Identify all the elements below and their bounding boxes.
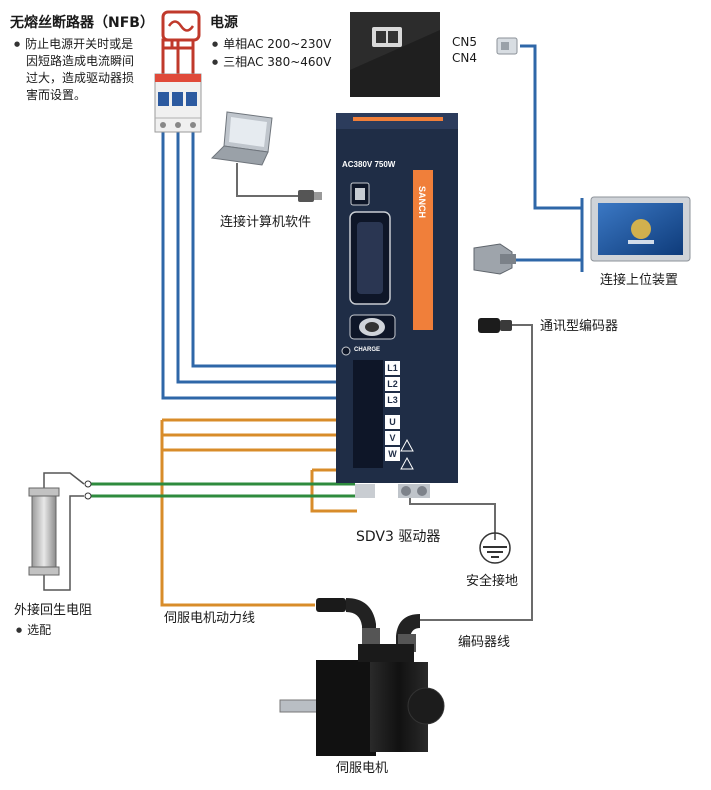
nfb-title: 无熔丝断路器（NFB） (10, 15, 154, 31)
terminal-u: U (385, 415, 400, 429)
wire-l1 (161, 132, 372, 400)
cn5-zoom (350, 12, 440, 97)
power-item-three: 三相AC 380~460V (212, 54, 331, 70)
servo-motor-icon (279, 644, 445, 756)
nfb-desc-line-3: 过大，造成驱动器损 (26, 71, 135, 85)
wire-l2 (176, 132, 372, 384)
encoder-label: 通讯型编码器 (540, 319, 619, 334)
driver-name: SDV3 驱动器 (356, 529, 441, 545)
laptop-icon (210, 111, 273, 166)
computer-label: 连接计算机软件 (220, 215, 312, 230)
motor-cable-label: 伺服电机动力线 (164, 611, 256, 626)
wire-encoder (420, 324, 533, 621)
nfb-desc-line-2: 因短路造成电流瞬间 (26, 54, 135, 68)
wire-usb (236, 163, 300, 197)
wire-motor-trunk (160, 420, 315, 607)
rj45-plug-icon (496, 37, 518, 55)
driver-charge-label: CHARGE (354, 347, 381, 353)
resistor-title: 外接回生电阻 (14, 603, 93, 618)
wire-cn5-host (520, 44, 582, 210)
host-hmi-icon (590, 196, 691, 262)
terminal-v: V (385, 431, 400, 445)
encoder-plug-icon (478, 318, 512, 333)
resistor-note: 选配 (16, 622, 51, 638)
ground-symbol-icon (479, 532, 511, 564)
cn4-label: CN4 (452, 51, 477, 65)
cn5-label: CN5 (452, 35, 477, 49)
encoder-cable-label: 编码器线 (458, 635, 511, 650)
db-plug-icon (473, 243, 516, 275)
terminal-l2: L2 (385, 377, 400, 391)
motor-cable-plug-icon (316, 598, 380, 646)
nfb-breaker (154, 10, 202, 133)
usb-plug-icon (298, 190, 322, 202)
regen-resistor-icon (28, 472, 92, 591)
wire-ground (409, 496, 496, 540)
nfb-desc-line-4: 害而设置。 (26, 88, 87, 102)
nfb-desc-line-1: 防止电源开关时或是 (14, 36, 133, 52)
host-label: 连接上位装置 (600, 273, 679, 288)
motor-label: 伺服电机 (336, 761, 389, 776)
terminal-w: W (385, 447, 400, 461)
power-title: 电源 (210, 15, 238, 31)
driver-brand: SANCH (417, 186, 427, 219)
wire-l3 (191, 132, 372, 368)
terminal-l3: L3 (385, 393, 400, 407)
terminal-l1: L1 (385, 361, 400, 375)
driver-model: AC380V 750W (342, 160, 396, 169)
power-item-single: 单相AC 200~230V (212, 36, 331, 52)
ground-label: 安全接地 (466, 574, 519, 589)
